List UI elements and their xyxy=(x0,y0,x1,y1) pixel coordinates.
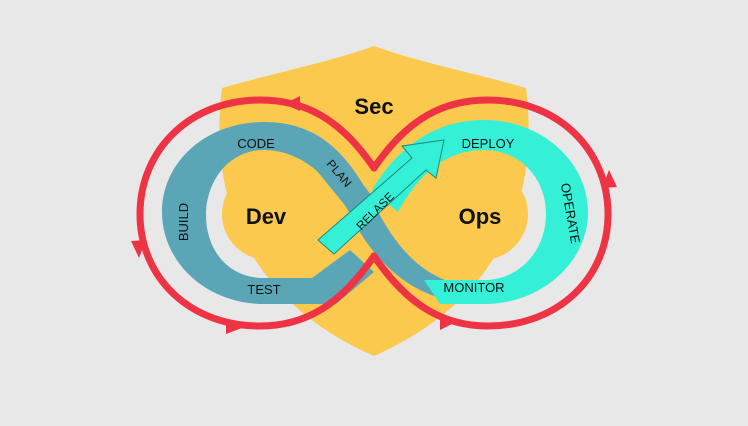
ops-hub xyxy=(436,168,528,260)
deploy-label: DEPLOY xyxy=(462,136,515,151)
infinity-loop xyxy=(136,96,612,330)
loop-arrowheads xyxy=(131,96,617,334)
plan-arrow xyxy=(300,150,372,214)
sec-label: Sec xyxy=(354,94,393,119)
release-arrow[interactable] xyxy=(317,139,445,255)
test-label: TEST xyxy=(247,282,280,297)
code-label: CODE xyxy=(237,136,275,151)
monitor-label: MONITOR xyxy=(443,280,504,295)
dev-label: Dev xyxy=(246,204,287,229)
ops-label: Ops xyxy=(459,204,502,229)
dev-loop-band xyxy=(162,122,478,304)
build-label: BUILD xyxy=(176,203,191,241)
dev-hub xyxy=(222,168,314,260)
